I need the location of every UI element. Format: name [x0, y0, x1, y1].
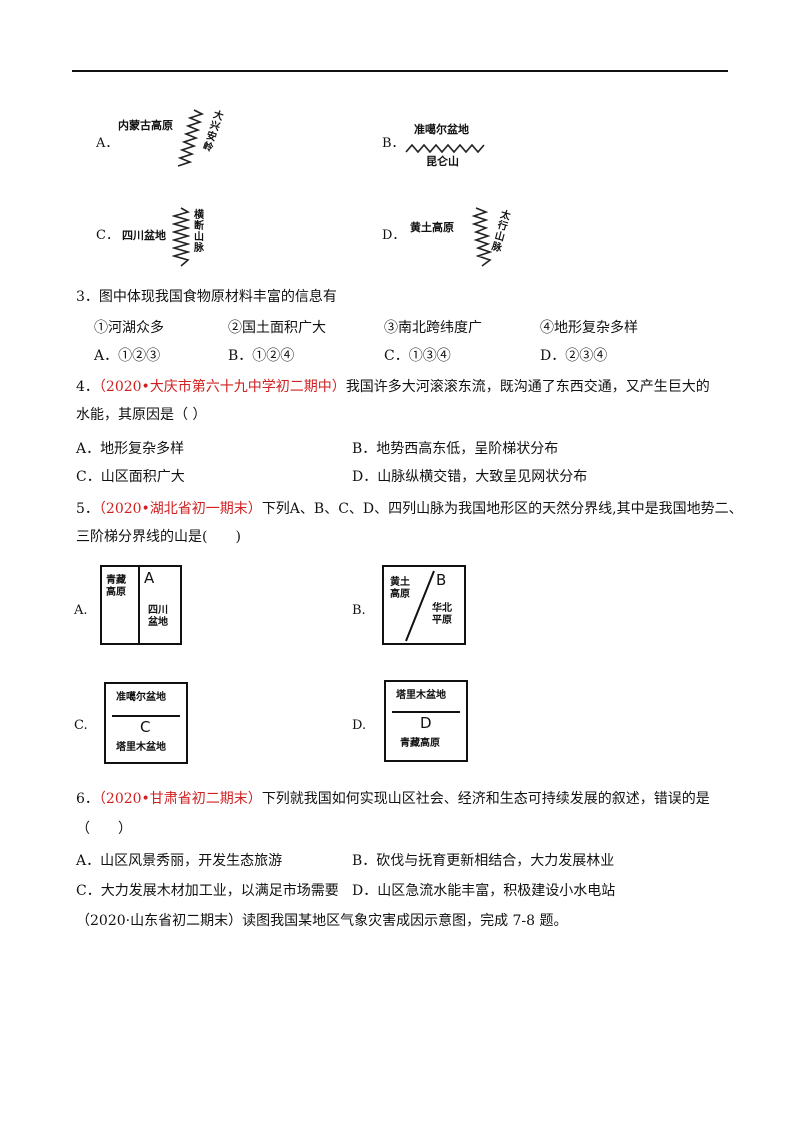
q3-choice-b[interactable]: B．①②④ [228, 348, 295, 364]
divider-line [405, 570, 435, 642]
mountain-range-icon [172, 207, 190, 267]
q2-option-b-label: B． [382, 136, 405, 151]
q4-choice-b[interactable]: B．地势西高东低，呈阶梯状分布 [352, 441, 559, 457]
q6-choice-a[interactable]: A．山区风景秀丽，开发生态旅游 [76, 853, 283, 869]
q6-choice-d[interactable]: D．山区急流水能丰富，积极建设小水电站 [352, 883, 616, 899]
q4-stem-line2: 水能，其原因是（ ） [76, 407, 207, 423]
boundary-letter: D [420, 714, 432, 732]
mountain-label: 昆仑山 [426, 155, 459, 168]
left-region-label: 黄土高原 [390, 577, 410, 600]
q3-choice-d[interactable]: D．②③④ [540, 348, 608, 364]
q5-option-d-diagram: 塔里木盆地 D 青藏高原 [384, 680, 468, 762]
q5-option-c-diagram: 准噶尔盆地 C 塔里木盆地 [104, 682, 188, 764]
bottom-region-label: 青藏高原 [400, 738, 440, 749]
q2-option-c-map: 四川盆地 横断山脉 [118, 204, 228, 270]
q2-option-c-label: C． [96, 228, 119, 243]
boundary-letter: B [436, 571, 447, 589]
q5-option-a-diagram: 青藏高原 A 四川盆地 [100, 565, 182, 645]
q5-source: （2020•湖北省初一期末） [98, 501, 262, 517]
q5-option-c-label: C. [74, 718, 88, 733]
mountain-range-icon [405, 143, 485, 154]
q4-stem-text: 我国许多大河滚滚东流，既沟通了东西交通，又产生巨大的 [345, 379, 710, 395]
q2-option-a-label: A． [96, 136, 119, 151]
divider-line [392, 711, 460, 713]
q3-choice-c[interactable]: C．①③④ [384, 348, 451, 364]
q3-choice-a[interactable]: A．①②③ [94, 348, 161, 364]
q4-choice-a[interactable]: A．地形复杂多样 [76, 441, 185, 457]
q6-stem-line2: （ ） [76, 821, 132, 837]
q6-source: （2020•甘肃省初二期末） [98, 791, 262, 807]
q4-source: （2020•大庆市第六十九中学初二期中） [98, 379, 346, 395]
q2-option-b-map: 准噶尔盆地 昆仑山 [404, 120, 494, 170]
region-label: 黄土高原 [410, 221, 454, 234]
q6-stem-line1: 6．（2020•甘肃省初二期末）下列就我国如何实现山区社会、经济和生态可持续发展… [76, 790, 710, 808]
q5-option-b-diagram: 黄土高原 B 华北平原 [382, 565, 466, 645]
q2-option-a-map: 内蒙古高原 大兴安岭 [118, 108, 228, 172]
top-region-label: 准噶尔盆地 [116, 692, 166, 703]
mountain-range-icon [471, 207, 493, 267]
q4-stem-line1: 4．（2020•大庆市第六十九中学初二期中）我国许多大河滚滚东流，既沟通了东西交… [76, 378, 710, 396]
q2-option-d-label: D． [382, 228, 406, 243]
q6-stem-text: 下列就我国如何实现山区社会、经济和生态可持续发展的叙述，错误的是 [261, 791, 710, 807]
q6-choice-c[interactable]: C．大力发展木材加工业，以满足市场需要 [76, 883, 339, 899]
q78-intro: （2020·山东省初二期末）读图我国某地区气象灾害成因示意图，完成 7-8 题。 [76, 913, 568, 929]
right-region-label: 四川盆地 [148, 605, 168, 628]
q6-choice-b[interactable]: B．砍伐与抚育更新相结合，大力发展林业 [352, 853, 615, 869]
region-label: 准噶尔盆地 [414, 123, 469, 136]
q5-stem-line1: 5．（2020•湖北省初一期末）下列A、B、C、D、四列山脉为我国地形区的天然分… [76, 500, 743, 518]
left-region-label: 青藏高原 [106, 575, 126, 598]
q3-item-4: ④地形复杂多样 [540, 320, 638, 336]
q3-item-3: ③南北跨纬度广 [384, 320, 482, 336]
divider-line [112, 715, 180, 717]
region-label: 内蒙古高原 [118, 119, 173, 132]
boundary-letter: C [140, 718, 151, 736]
mountain-label: 横断山脉 [194, 210, 204, 254]
q3-item-2: ②国土面积广大 [228, 320, 326, 336]
header-rule [72, 70, 728, 72]
q5-option-a-label: A. [74, 603, 88, 618]
q5-stem-text: 下列A、B、C、D、四列山脉为我国地形区的天然分界线,其中是我国地势二、 [261, 501, 743, 517]
right-region-label: 华北平原 [432, 603, 452, 626]
region-label: 四川盆地 [122, 229, 166, 242]
bottom-region-label: 塔里木盆地 [116, 742, 166, 753]
q3-item-1: ①河湖众多 [94, 320, 164, 336]
mountain-range-icon [177, 109, 205, 167]
divider-line [138, 567, 140, 643]
q4-number: 4． [76, 379, 99, 395]
q4-choice-c[interactable]: C．山区面积广大 [76, 469, 185, 485]
q6-number: 6． [76, 791, 99, 807]
top-region-label: 塔里木盆地 [396, 690, 446, 701]
q5-option-d-label: D. [352, 718, 367, 733]
q2-option-d-map: 黄土高原 太行山脉 [410, 204, 520, 270]
boundary-letter: A [144, 569, 155, 587]
q5-number: 5． [76, 501, 99, 517]
q4-choice-d[interactable]: D．山脉纵横交错，大致呈见网状分布 [352, 469, 588, 485]
q3-stem: 3．图中体现我国食物原材料丰富的信息有 [76, 289, 337, 305]
q5-option-b-label: B. [352, 603, 366, 618]
q5-stem-line2: 三阶梯分界线的山是( ) [76, 529, 241, 545]
